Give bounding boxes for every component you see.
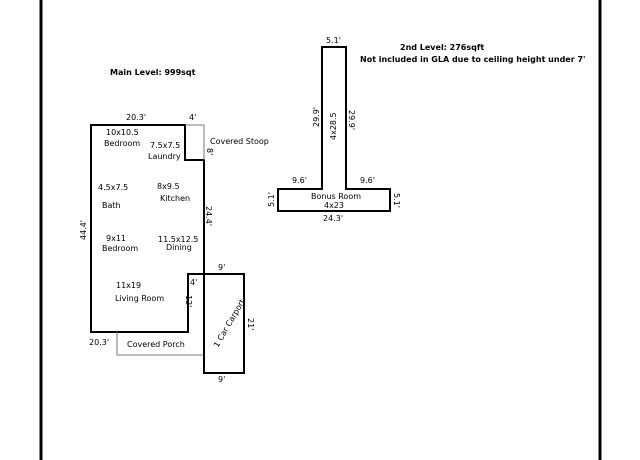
- dim-right-depth: 24.4': [204, 206, 213, 226]
- dim-left-depth: 44.4': [79, 220, 88, 240]
- stem-size-label: 4x28.5: [329, 112, 338, 140]
- second-level-note: Not included in GLA due to ceiling heigh…: [360, 55, 585, 64]
- dim-bottom-width: 20.3': [89, 338, 109, 347]
- carport-outline: [203, 273, 245, 374]
- carport-label: 1 Car Carport: [212, 298, 247, 349]
- dim-stem-right: 29.9': [347, 110, 356, 130]
- dim-notch-width: 4': [190, 278, 197, 287]
- bonus-room-name: Bonus Room: [311, 192, 361, 201]
- bonus-room-size: 4x23: [324, 201, 344, 210]
- bedroom1-name: Bedroom: [104, 139, 140, 148]
- dim-stoop-depth: 8': [205, 148, 214, 155]
- living-name: Living Room: [115, 294, 164, 303]
- dim-stem-width: 5.1': [326, 36, 341, 45]
- dim-stem-left: 29.9': [312, 107, 321, 127]
- dim-side-right: 5.1': [392, 193, 401, 208]
- bedroom2-size: 9x11: [106, 234, 126, 243]
- laundry-name: Laundry: [148, 152, 181, 161]
- dim-top-width: 20.3': [126, 113, 146, 122]
- second-level-title: 2nd Level: 276sqft: [400, 43, 484, 52]
- bath-name: Bath: [102, 201, 121, 210]
- carport-bottom-width: 9': [218, 375, 225, 384]
- bedroom1-size: 10x10.5: [106, 128, 139, 137]
- bedroom2-name: Bedroom: [102, 244, 138, 253]
- dining-size: 11.5x12.5: [158, 235, 198, 244]
- dining-name: Dining: [166, 243, 192, 252]
- dim-total-width: 24.3': [323, 214, 343, 223]
- dim-stoop-width: 4': [189, 113, 196, 122]
- bath-size: 4.5x7.5: [98, 183, 128, 192]
- carport-depth: 21': [246, 318, 255, 330]
- covered-stoop-label: Covered Stoop: [210, 137, 269, 146]
- bonus-room-outline: [277, 46, 391, 212]
- dim-wing-left: 9.6': [292, 176, 307, 185]
- kitchen-size: 8x9.5: [157, 182, 180, 191]
- covered-stoop-outline: [185, 124, 205, 160]
- dim-wing-right: 9.6': [360, 176, 375, 185]
- carport-top-width: 9': [218, 263, 225, 272]
- covered-porch-label: Covered Porch: [127, 340, 185, 349]
- laundry-size: 7.5x7.5: [150, 141, 180, 150]
- kitchen-name: Kitchen: [160, 194, 190, 203]
- dim-notch-depth: 12': [184, 295, 193, 307]
- dim-side-left: 5.1': [267, 192, 276, 207]
- main-level-title: Main Level: 999sqt: [110, 68, 196, 77]
- living-size: 11x19: [116, 281, 141, 290]
